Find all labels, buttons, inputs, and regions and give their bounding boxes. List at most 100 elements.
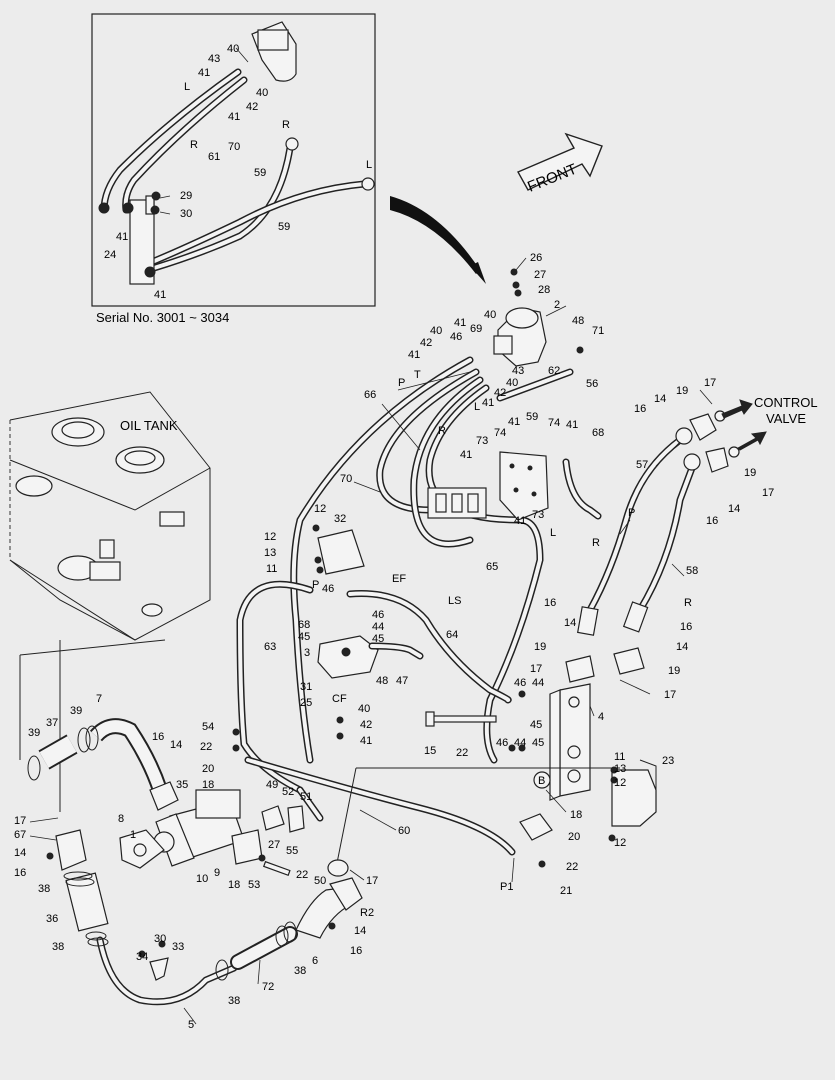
callout: 14 bbox=[170, 739, 182, 751]
leader-lines bbox=[29, 47, 713, 1025]
callout: 65 bbox=[486, 561, 498, 573]
callout: 27 bbox=[534, 269, 546, 281]
callout: 74 bbox=[548, 417, 560, 429]
callout: 16 bbox=[152, 731, 164, 743]
callout: 68 bbox=[592, 427, 604, 439]
callout: 47 bbox=[396, 675, 408, 687]
inset-serial-note: Serial No. 3001 ~ 3034 bbox=[96, 310, 229, 325]
callout: 16 bbox=[14, 867, 26, 879]
steering-cylinder bbox=[493, 307, 547, 367]
callout: L bbox=[474, 401, 480, 413]
callout: 11 bbox=[266, 563, 277, 575]
callout: 45 bbox=[530, 719, 542, 731]
callout: 14 bbox=[14, 847, 26, 859]
callout: 43 bbox=[512, 365, 524, 377]
callout: 37 bbox=[46, 717, 58, 729]
port-b-label: B bbox=[538, 775, 545, 787]
callout: 16 bbox=[680, 621, 692, 633]
callout: 44 bbox=[514, 737, 526, 749]
callout: 41 bbox=[508, 416, 520, 428]
callout: 14 bbox=[354, 925, 366, 937]
control-valve-label-1: CONTROL bbox=[754, 395, 818, 410]
callout: L bbox=[366, 159, 372, 171]
fastener-dots bbox=[46, 268, 618, 958]
callout: 34 bbox=[136, 951, 148, 963]
callout: 59 bbox=[526, 411, 538, 423]
callout: LS bbox=[448, 595, 461, 607]
callout: 42 bbox=[420, 337, 432, 349]
callout: 70 bbox=[228, 141, 240, 153]
callout: 41 bbox=[408, 349, 420, 361]
callout: 72 bbox=[262, 981, 274, 993]
callout: 17 bbox=[664, 689, 676, 701]
callout: 40 bbox=[358, 703, 370, 715]
callout: P bbox=[312, 579, 319, 591]
callout: 35 bbox=[176, 779, 188, 791]
callout: 14 bbox=[676, 641, 688, 653]
callout: 39 bbox=[70, 705, 82, 717]
callout: 48 bbox=[376, 675, 388, 687]
callout: 17 bbox=[14, 815, 26, 827]
callout: 42 bbox=[494, 387, 506, 399]
callout: R bbox=[592, 537, 600, 549]
callout: 4 bbox=[598, 711, 604, 723]
callout: 33 bbox=[172, 941, 184, 953]
callout: 41 bbox=[454, 317, 466, 329]
callout: 40 bbox=[227, 43, 239, 55]
callout: 7 bbox=[96, 693, 102, 705]
callout: L bbox=[550, 527, 556, 539]
callout: 57 bbox=[636, 459, 648, 471]
callout: 22 bbox=[456, 747, 468, 759]
callout: 20 bbox=[568, 831, 580, 843]
callout: 18 bbox=[228, 879, 240, 891]
callout: P1 bbox=[500, 881, 513, 893]
front-arrow: FRONT bbox=[517, 132, 603, 196]
callout: 66 bbox=[364, 389, 376, 401]
callout: 41 bbox=[228, 111, 240, 123]
callout: 64 bbox=[446, 629, 458, 641]
callout: 58 bbox=[686, 565, 698, 577]
callout: 23 bbox=[662, 755, 674, 767]
callout: 1 bbox=[130, 829, 136, 841]
callout: 28 bbox=[538, 284, 550, 296]
callout: R bbox=[684, 597, 692, 609]
callout: 22 bbox=[296, 869, 308, 881]
callout: 46 bbox=[450, 331, 462, 343]
callout: 46 bbox=[496, 737, 508, 749]
callout: 60 bbox=[398, 825, 410, 837]
callout: 41 bbox=[154, 289, 166, 301]
callout: 29 bbox=[180, 190, 192, 202]
callout: 18 bbox=[570, 809, 582, 821]
callout: 14 bbox=[564, 617, 576, 629]
callout: 45 bbox=[372, 633, 384, 645]
callout: 36 bbox=[46, 913, 58, 925]
callout: 12 bbox=[614, 777, 626, 789]
callout: 22 bbox=[566, 861, 578, 873]
callout: 56 bbox=[586, 378, 598, 390]
callout: 30 bbox=[180, 208, 192, 220]
callout: 44 bbox=[532, 677, 544, 689]
callout: 41 bbox=[566, 419, 578, 431]
callout: 9 bbox=[214, 867, 220, 879]
callout: 17 bbox=[530, 663, 542, 675]
callout: 41 bbox=[116, 231, 128, 243]
callout: 38 bbox=[38, 883, 50, 895]
callout: 46 bbox=[514, 677, 526, 689]
callout: 38 bbox=[294, 965, 306, 977]
callout: 73 bbox=[532, 509, 544, 521]
callout: 14 bbox=[728, 503, 740, 515]
callout: 61 bbox=[208, 151, 220, 163]
callout: 69 bbox=[470, 323, 482, 335]
callout: 40 bbox=[484, 309, 496, 321]
callout: 39 bbox=[28, 727, 40, 739]
callout: 12 bbox=[264, 531, 276, 543]
inset-cylinder bbox=[251, 21, 297, 82]
callout: 17 bbox=[762, 487, 774, 499]
callout: 16 bbox=[350, 945, 362, 957]
callout: 5 bbox=[188, 1019, 194, 1031]
callout: P bbox=[398, 377, 405, 389]
callout: 16 bbox=[544, 597, 556, 609]
callout: 31 bbox=[300, 681, 312, 693]
callout: 13 bbox=[614, 763, 626, 775]
inset-pointer-arrow bbox=[390, 196, 480, 274]
